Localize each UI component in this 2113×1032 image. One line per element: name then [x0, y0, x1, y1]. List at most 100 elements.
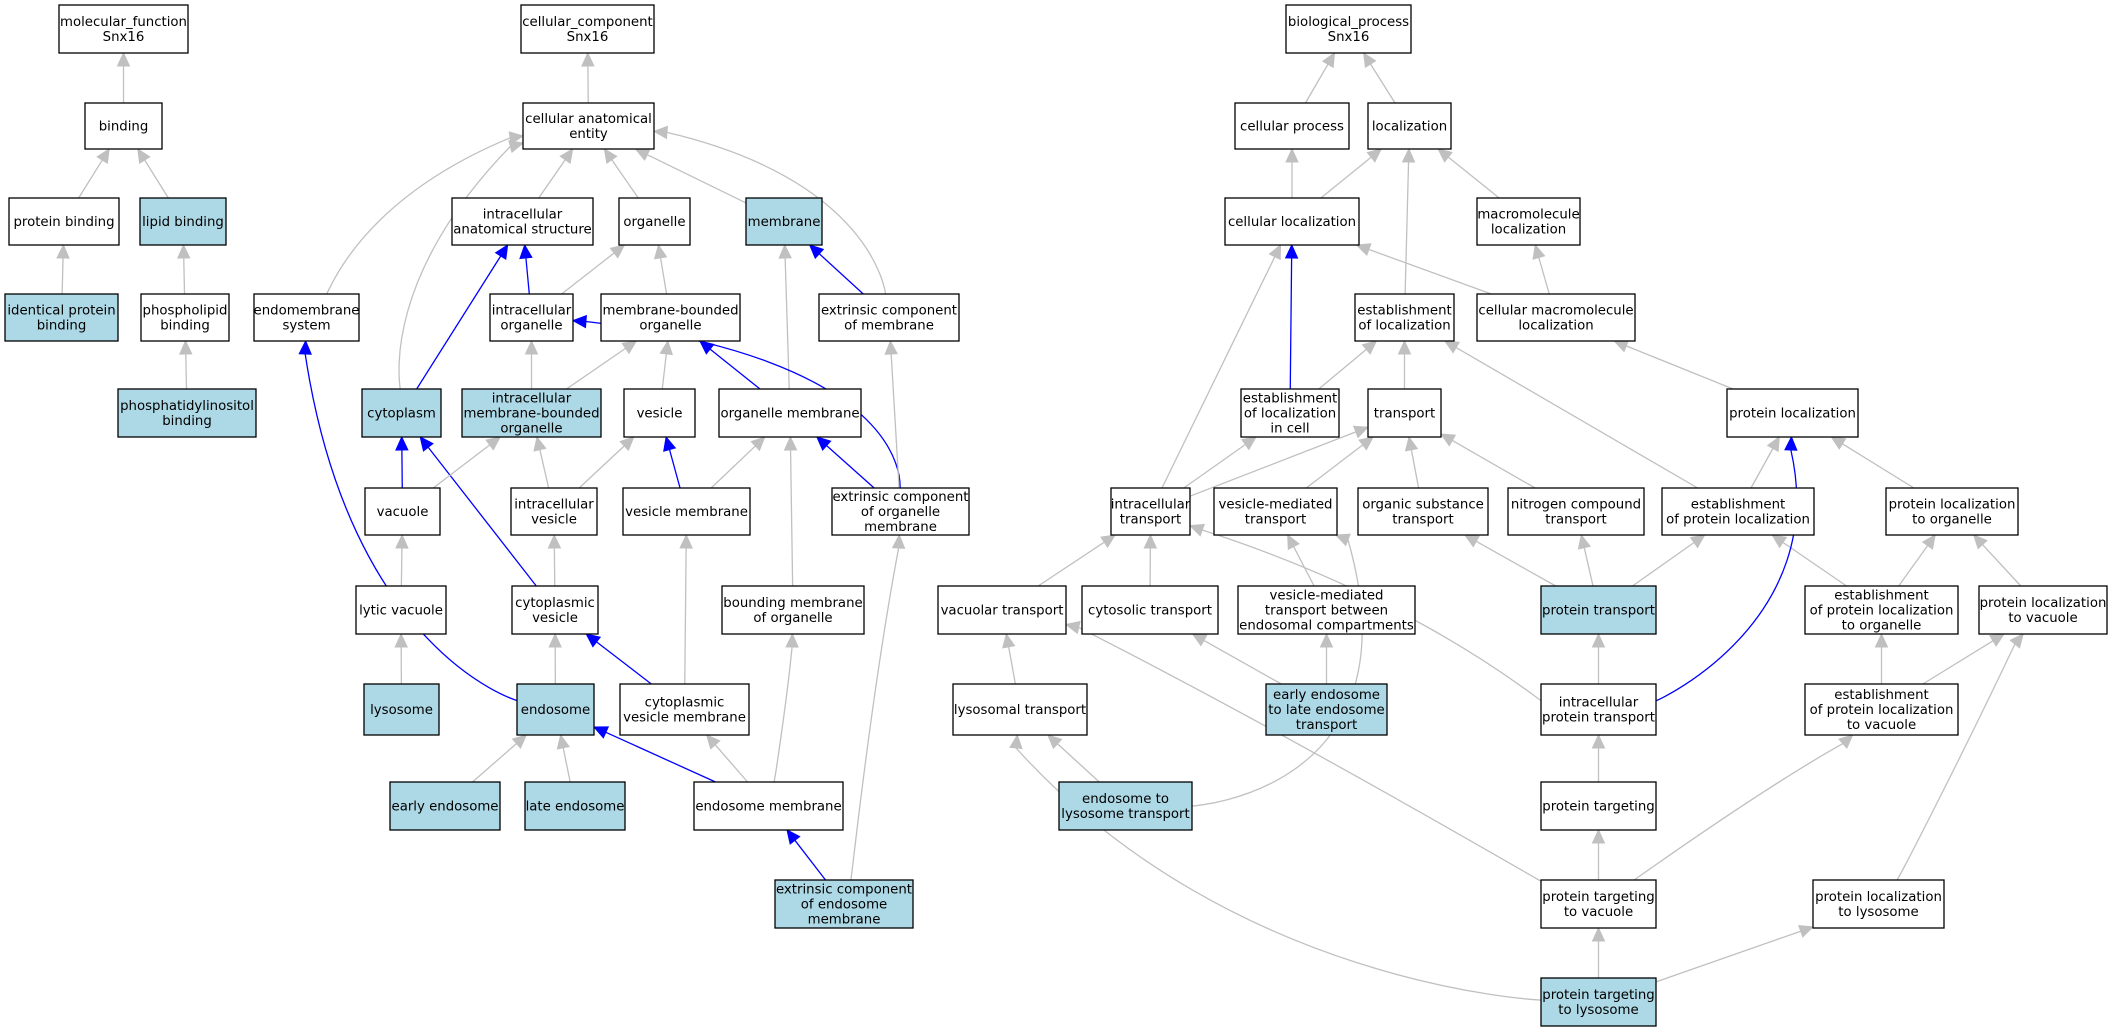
term-node-localization[interactable]: localization: [1367, 102, 1452, 150]
edge-line: [398, 145, 511, 390]
edge-arrowhead: [176, 243, 191, 259]
edge-arrowhead: [298, 339, 312, 355]
term-node-cellular-localization[interactable]: cellular localization: [1224, 197, 1360, 246]
term-node-cytoplasm[interactable]: cytoplasm: [361, 388, 442, 438]
term-node-vesicle[interactable]: vesicle: [623, 388, 696, 438]
term-node-protein-localization[interactable]: protein localization: [1726, 388, 1859, 438]
term-node-lysosomal-transport[interactable]: lysosomal transport: [952, 683, 1088, 736]
term-node-vacuolar-transport[interactable]: vacuolar transport: [937, 585, 1067, 635]
edge-arrowhead: [1437, 148, 1453, 163]
term-node-cellular-process[interactable]: cellular process: [1234, 102, 1350, 150]
term-node-vesicle-membrane[interactable]: vesicle membrane: [622, 487, 751, 536]
term-node-protein-transport[interactable]: protein transport: [1540, 585, 1657, 635]
term-node-vacuole[interactable]: vacuole: [364, 487, 441, 536]
edge-line: [1318, 348, 1367, 390]
edge-arrowhead: [494, 243, 509, 261]
term-label-line: anatomical structure: [453, 223, 591, 238]
edge-arrowhead: [1355, 243, 1372, 256]
edge-intracellular-transport-to-transport: [1189, 425, 1370, 497]
term-label-line: vesicle-mediated: [1219, 498, 1333, 513]
edge-vesicle-membrane-to-vesicle: [663, 435, 681, 489]
term-label-line: organelle membrane: [720, 407, 859, 422]
term-node-lytic-vacuole[interactable]: lytic vacuole: [355, 585, 447, 635]
term-box: [818, 293, 960, 342]
term-box: [451, 197, 594, 246]
term-node-membrane[interactable]: membrane: [745, 197, 823, 246]
term-label-line: lysosome: [370, 703, 433, 718]
term-node-organelle[interactable]: organelle: [618, 197, 691, 246]
term-node-organelle-membrane[interactable]: organelle membrane: [718, 388, 862, 438]
term-node-cytosolic-transport[interactable]: cytosolic transport: [1081, 585, 1219, 635]
edge-line: [1289, 257, 1293, 390]
edge-intracellular-vesicle-to-vesicle: [578, 436, 635, 489]
term-node-lipid-binding[interactable]: lipid binding: [139, 197, 227, 246]
edge-line: [1898, 545, 1929, 587]
edge-arrowhead: [1830, 436, 1847, 450]
edge-nitrogen-compound-transport-to-transport: [1439, 433, 1536, 489]
term-node-transport[interactable]: transport: [1367, 388, 1442, 438]
edge-protein-binding-to-binding: [78, 147, 110, 199]
term-box: [489, 293, 574, 342]
edge-arrowhead: [1009, 733, 1023, 750]
term-node-protein-binding[interactable]: protein binding: [8, 197, 120, 246]
edge-arrowhead: [1798, 924, 1815, 938]
edge-arrowhead: [1591, 632, 1606, 648]
edge-protein-targeting-to-intracellular-protein-transport: [1591, 733, 1606, 782]
term-label-line: vacuolar transport: [941, 604, 1064, 619]
term-box: [721, 585, 865, 635]
edges-layer: [56, 51, 2024, 1001]
term-node-lysosome[interactable]: lysosome: [363, 683, 440, 736]
edge-binding-to-mf-root: [116, 51, 131, 103]
term-node-binding[interactable]: binding: [84, 102, 163, 150]
term-label-line: cytoplasmic: [515, 596, 595, 611]
term-node-protein-targeting[interactable]: protein targeting: [1540, 781, 1657, 831]
term-node-late-endosome[interactable]: late endosome: [524, 781, 626, 831]
edge-line: [818, 253, 864, 295]
term-node-early-endosome[interactable]: early endosome: [389, 781, 501, 831]
edge-line: [1037, 541, 1105, 587]
edge-membrane-bounded-organelle-to-organelle: [653, 243, 668, 295]
term-node-endosome[interactable]: endosome: [516, 683, 595, 736]
term-node-endosome-membrane[interactable]: endosome membrane: [693, 781, 844, 831]
edge-cytoplasmic-vesicle-to-cytoplasm: [419, 436, 537, 587]
